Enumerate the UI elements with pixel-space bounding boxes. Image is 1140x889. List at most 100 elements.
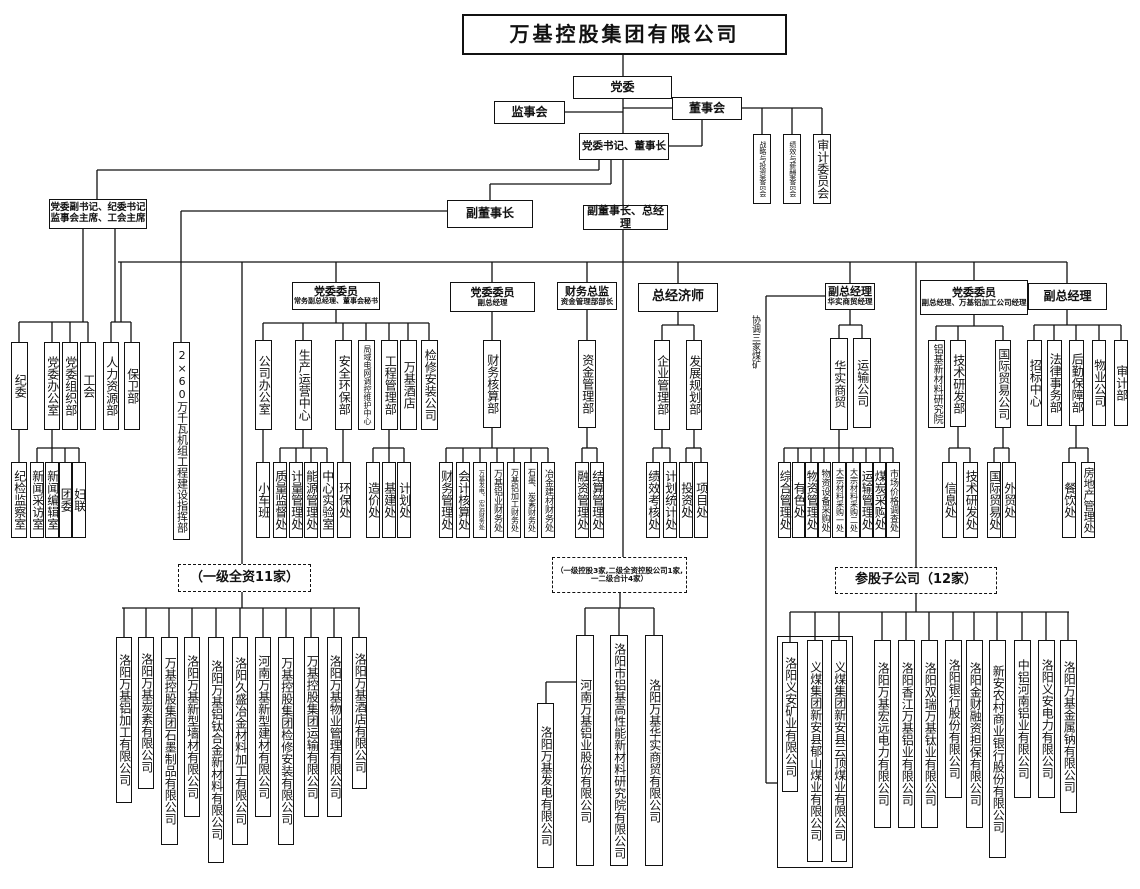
office-investment: 投资处 bbox=[679, 462, 694, 538]
dept-discipline-committee: 纪委 bbox=[11, 342, 28, 430]
dashed-label-2: （一级控股3家,二级全资控股公司1家,一二级合计4家） bbox=[552, 557, 687, 593]
dashed-label-3: 参股子公司（12家） bbox=[835, 567, 997, 594]
dept-bidding-center: 招标中心 bbox=[1027, 340, 1042, 426]
group-header-1-label: 党委委员 bbox=[314, 284, 358, 298]
subsidiary-new-wall-materials: 洛阳万基新型墙材有限公司 bbox=[184, 637, 200, 817]
stake-shuangrui-titanium: 洛阳双瑞万基钛业有限公司 bbox=[921, 640, 938, 828]
dept-grid-dispatch-center: 局域电网调控维护中心 bbox=[358, 340, 375, 430]
group-header-3: 财务总监资金管理部部长 bbox=[557, 282, 617, 310]
office-technology-rd: 技术研发处 bbox=[963, 462, 978, 538]
vice-chairman-gm: 副董事长、总经理 bbox=[583, 205, 668, 230]
office-metering-management: 计量管理处 bbox=[289, 462, 304, 538]
group-header-3-label: 财务总监 bbox=[565, 284, 609, 298]
dept-enterprise-management: 企业管理部 bbox=[654, 340, 670, 430]
dept-human-resources: 人力资源部 bbox=[103, 342, 119, 430]
office-materials-management: 物资管理处 bbox=[805, 462, 819, 538]
office-catering: 餐饮处 bbox=[1062, 462, 1077, 538]
office-performance-appraisal: 绩效考核处 bbox=[646, 462, 661, 538]
dept-security: 保卫部 bbox=[124, 342, 140, 430]
vice-chairman: 副董事长 bbox=[447, 200, 533, 228]
supervisory-board: 监事会 bbox=[494, 101, 565, 124]
audit-committee: 审计委员会 bbox=[813, 134, 831, 204]
subsidiary-property-management: 洛阳万基物业管理有限公司 bbox=[327, 637, 342, 817]
holding-power-generation: 洛阳万基发电有限公司 bbox=[537, 703, 554, 868]
office-coal-procurement: 煤炭采购处 bbox=[873, 462, 887, 538]
holding-aluminum-shares: 河南万基铝业股份有限公司 bbox=[576, 635, 594, 866]
dept-production-operation-center: 生产运营中心 bbox=[295, 340, 312, 430]
board-of-directors: 董事会 bbox=[672, 97, 742, 120]
holding-huashi-trading: 洛阳万基华实商贸有限公司 bbox=[645, 635, 663, 866]
office-discipline-inspection: 纪检监察室 bbox=[11, 462, 27, 538]
dashed-label-2-sublabel: 一二级合计4家） bbox=[591, 574, 648, 583]
office-transport-management: 运输管理处 bbox=[860, 462, 874, 538]
dept-property-company: 物业公司 bbox=[1092, 340, 1107, 426]
stake-xinan-rural-bank: 新安农村商业银行股份有限公司 bbox=[989, 640, 1006, 858]
stake-hongyuan-power: 洛阳万基宏远电力有限公司 bbox=[874, 640, 891, 828]
subsidiary-carbon: 洛阳万基炭素有限公司 bbox=[138, 637, 154, 789]
office-aluminum-finance: 万基铝业财务处 bbox=[490, 462, 504, 538]
subsidiary-overhaul-installation: 万基控股集团检修安装有限公司 bbox=[278, 637, 294, 845]
office-market-price-survey: 市场价格调查处 bbox=[886, 462, 900, 538]
group-header-4: 总经济师 bbox=[638, 283, 718, 312]
group-header-7: 副总经理 bbox=[1028, 283, 1107, 310]
office-project: 项目处 bbox=[694, 462, 709, 538]
dept-legal-affairs: 法律事务部 bbox=[1047, 340, 1062, 426]
office-metallurgy-materials-finance: 冶金建材财务处 bbox=[541, 462, 555, 538]
side-label-coal: 协调三家煤矿 bbox=[750, 315, 761, 369]
stake-luoyang-bank: 洛阳银行股份有限公司 bbox=[945, 640, 962, 798]
office-plan-statistics: 计划统计处 bbox=[663, 462, 678, 538]
party-secretary-chairman: 党委书记、董事长 bbox=[579, 133, 669, 160]
dept-labor-union: 工会 bbox=[80, 342, 96, 430]
dept-overhaul-installation: 检修安装公司 bbox=[421, 340, 438, 430]
dept-technology-rd: 技术研发部 bbox=[950, 340, 966, 427]
subsidiary-transport: 万基控股集团运输有限公司 bbox=[304, 637, 319, 817]
dept-fund-management: 资金管理部 bbox=[578, 340, 596, 428]
dashed-label-1: （一级全资11家） bbox=[178, 564, 311, 592]
dept-safety-environment: 安全环保部 bbox=[335, 340, 352, 430]
office-capital-construction: 基建处 bbox=[382, 462, 397, 538]
office-materials-equipment-procurement: 物资设备采购处 bbox=[818, 462, 831, 538]
dept-company-office: 公司办公室 bbox=[255, 340, 272, 430]
stake-yunding-coal: 义煤集团新安县云顶煤业有限公司 bbox=[831, 640, 847, 862]
dept-engineering-management: 工程管理部 bbox=[381, 340, 398, 430]
office-womens-federation: 妇联 bbox=[72, 462, 87, 538]
stake-xiangjiang-aluminum: 洛阳香江万基铝业有限公司 bbox=[898, 640, 915, 828]
office-environmental-protection: 环保处 bbox=[337, 462, 352, 538]
group-header-2-label: 党委委员 bbox=[470, 285, 515, 299]
group-header-2: 党委委员副总经理 bbox=[450, 282, 535, 312]
dept-audit: 审计部 bbox=[1114, 340, 1129, 426]
office-planning: 计划处 bbox=[397, 462, 412, 538]
dept-international-trade-company: 国际贸易公司 bbox=[995, 340, 1011, 428]
office-central-laboratory: 中心实验室 bbox=[320, 462, 335, 538]
strategy-investment-committee: 战略与投资委员会 bbox=[753, 134, 771, 204]
office-news-editing: 新闻编辑室 bbox=[45, 462, 60, 538]
group-header-1-sublabel: 常务副总经理、董事会秘书 bbox=[294, 297, 378, 306]
deputy-party-secretary-label: 党委副书记、纪委书记 bbox=[50, 202, 146, 214]
deputy-party-secretary-sublabel: 监事会主席、工会主席 bbox=[50, 213, 146, 224]
group-header-3-sublabel: 资金管理部部长 bbox=[560, 296, 614, 306]
group-header-5-sublabel: 华实商贸经理 bbox=[827, 297, 873, 307]
office-financing-management: 融资管理处 bbox=[575, 462, 590, 538]
company-title: 万基控股集团有限公司 bbox=[462, 14, 787, 55]
holding-high-performance-materials-institute: 洛阳市铝基高性能新材料研究院有限公司 bbox=[610, 635, 628, 866]
office-aluminum-processing-finance: 万基铝加工财务处 bbox=[507, 462, 521, 538]
subsidiary-al-ti-alloy-new-materials: 洛阳万基铝钛合金新材料有限公司 bbox=[208, 637, 224, 863]
office-nonferrous: 有色处 bbox=[792, 462, 806, 538]
stake-jincai-financing-guarantee: 洛阳金财融资担保有限公司 bbox=[966, 640, 983, 828]
dept-party-organization: 党委组织部 bbox=[62, 342, 78, 430]
dept-development-planning: 发展规划部 bbox=[686, 340, 702, 430]
stake-chinalco-henan-aluminum: 中铝河南铝业有限公司 bbox=[1014, 640, 1031, 798]
office-accounting: 会计核算处 bbox=[456, 462, 471, 538]
office-cost-estimation: 造价处 bbox=[366, 462, 381, 538]
dept-aluminum-new-materials-institute: 铝基新材料研究院 bbox=[928, 340, 945, 428]
office-graphite-carbon-finance: 石墨、炭素财务处 bbox=[524, 462, 538, 538]
office-settlement-management: 结算管理处 bbox=[590, 462, 605, 538]
dept-logistics-support: 后勤保障部 bbox=[1069, 340, 1084, 426]
group-header-6-label: 党委委员 bbox=[952, 286, 996, 300]
group-header-5-label: 副总经理 bbox=[828, 285, 872, 299]
office-real-estate-management: 房地产管理处 bbox=[1081, 462, 1095, 538]
group-header-1: 党委委员常务副总经理、董事会秘书 bbox=[292, 282, 380, 310]
subsidiary-new-building-materials: 河南万基新型建材有限公司 bbox=[255, 637, 271, 817]
